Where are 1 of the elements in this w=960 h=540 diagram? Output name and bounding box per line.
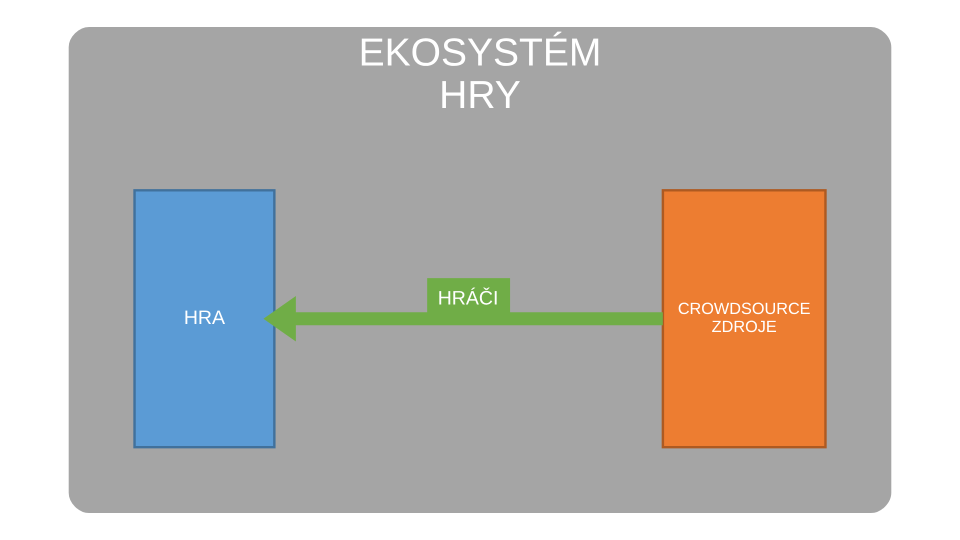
edge-label: HRÁČI xyxy=(438,287,498,310)
